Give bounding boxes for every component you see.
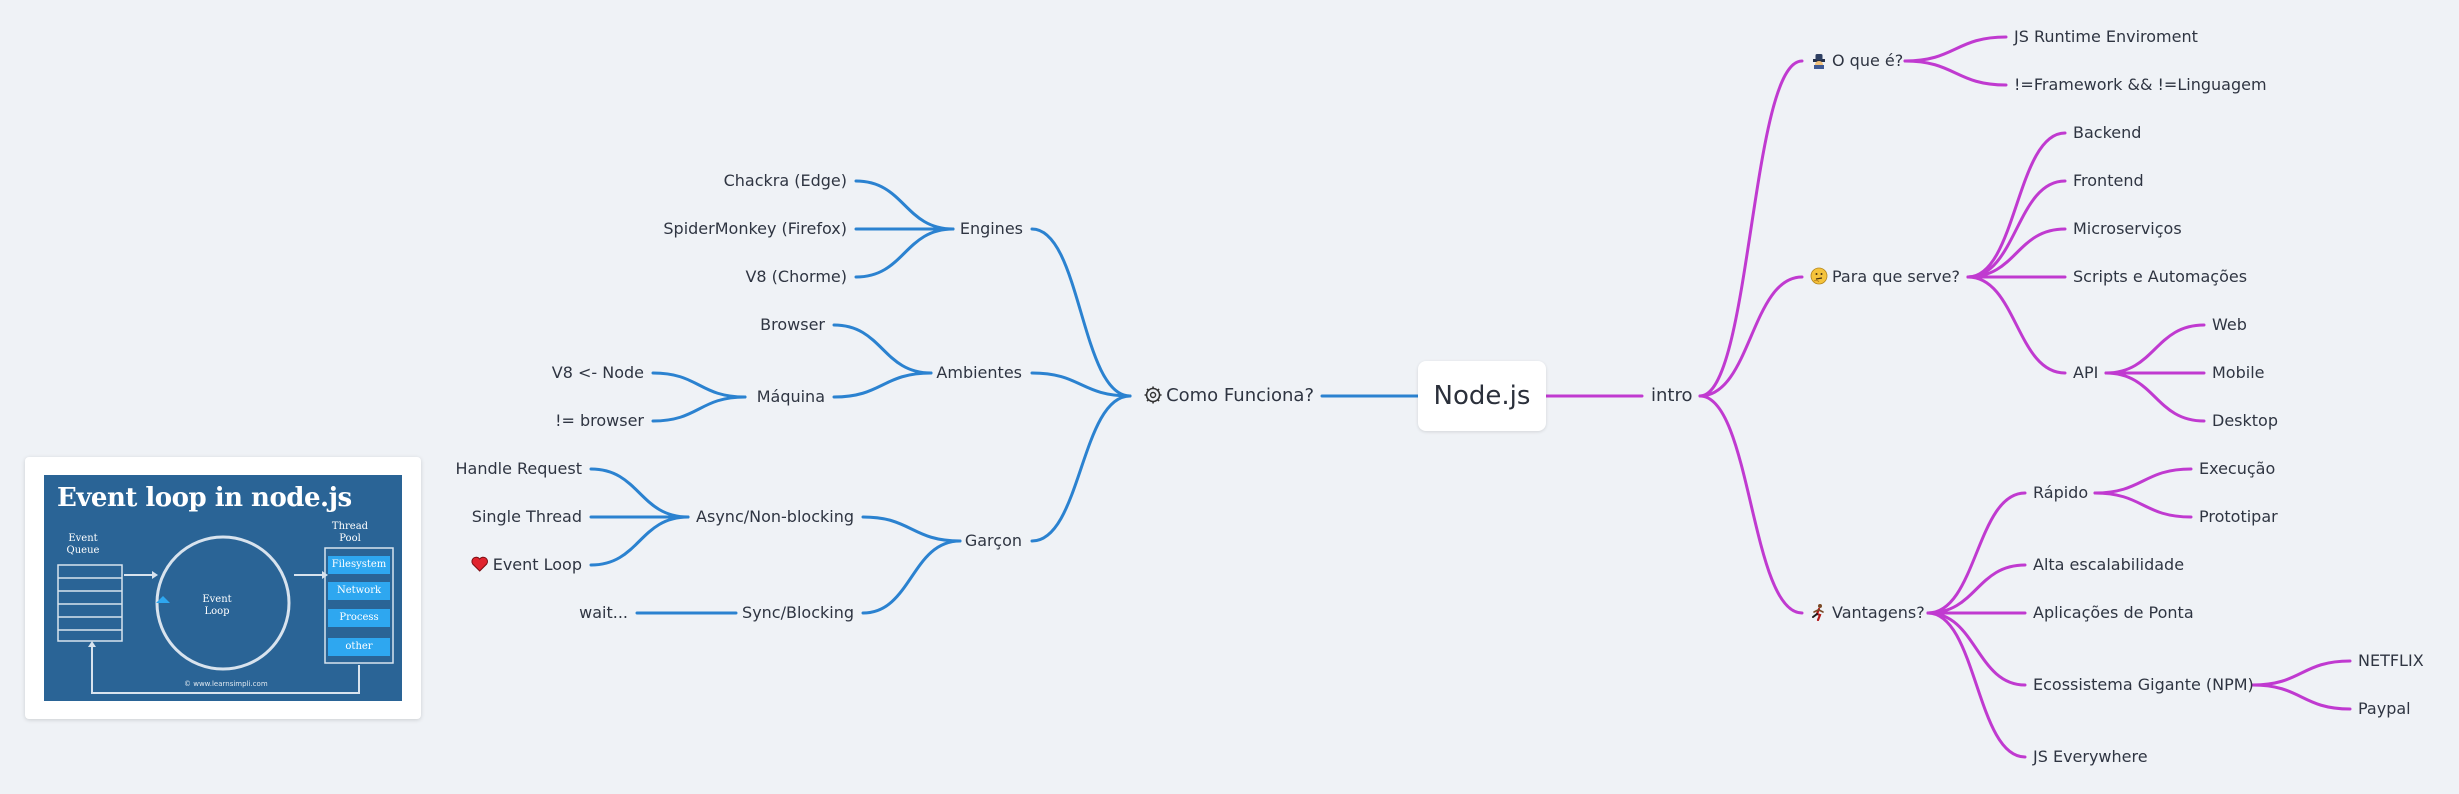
node-netflix[interactable]: NETFLIX (2358, 651, 2424, 670)
node-engine-chackra[interactable]: Chackra (Edge) (723, 171, 847, 190)
link-engines-2 (854, 227, 955, 279)
link-o-que-e-1 (1903, 59, 2008, 87)
node-intro[interactable]: intro (1651, 385, 1693, 406)
node-prototipar[interactable]: Prototipar (2199, 507, 2278, 526)
link-maquina-0 (651, 371, 747, 399)
image-loop-label: Event Loop (202, 594, 232, 617)
link-async-0 (589, 467, 690, 519)
link-garcon-async (861, 515, 962, 543)
node-execucao[interactable]: Execução (2199, 459, 2276, 478)
link-ambientes-browser (832, 323, 933, 375)
node-browser[interactable]: Browser (760, 315, 825, 334)
event-loop-image-card[interactable]: Event loop in node.js Event Queue Thread… (25, 457, 421, 719)
node-vantagens[interactable]: Vantagens? (1810, 603, 1925, 623)
node-ambientes[interactable]: Ambientes (936, 363, 1022, 382)
node-js-everywhere[interactable]: JS Everywhere (2033, 747, 2148, 766)
link-ambientes-maquina (832, 371, 933, 399)
node-single-thread[interactable]: Single Thread (471, 507, 582, 526)
link-ecossistema-1 (2251, 683, 2352, 711)
image-pool-label: Thread Pool (331, 521, 369, 544)
node-aplicacoes-ponta[interactable]: Aplicações de Ponta (2033, 603, 2194, 622)
link-maquina-1 (651, 395, 747, 423)
event-loop-graphic (57, 535, 394, 694)
node-event-loop[interactable]: Event Loop (471, 555, 582, 575)
link-rapido-0 (2093, 467, 2193, 495)
link-api-2 (2104, 371, 2206, 423)
link-vantagens-4 (1926, 611, 2027, 759)
image-copyright: © www.learnsimpli.com (184, 680, 268, 688)
node-como-funciona[interactable]: Como Funciona? (1144, 385, 1314, 407)
image-pool-network: Network (328, 582, 390, 600)
node-not-framework[interactable]: !=Framework && !=Linguagem (2014, 75, 2267, 94)
link-api-0 (2104, 323, 2206, 375)
gear-icon (1144, 386, 1162, 404)
thinking-face-icon (1810, 267, 1828, 285)
link-o-que-e-0 (1903, 35, 2008, 63)
node-o-que-e-label: O que é? (1832, 51, 1904, 70)
node-para-que-serve-label: Para que serve? (1832, 267, 1960, 286)
link-para-que-1 (1966, 179, 2067, 279)
link-como-ambientes (1030, 371, 1132, 398)
node-api-desktop[interactable]: Desktop (2212, 411, 2278, 430)
node-paypal[interactable]: Paypal (2358, 699, 2411, 718)
node-api-web[interactable]: Web (2212, 315, 2247, 334)
node-api[interactable]: API (2073, 363, 2099, 382)
image-pool-other: other (328, 638, 390, 656)
detective-icon (1810, 51, 1828, 69)
node-alta-escalabilidade[interactable]: Alta escalabilidade (2033, 555, 2185, 574)
link-engines-0 (854, 179, 955, 231)
node-para-que-serve[interactable]: Para que serve? (1810, 267, 1960, 287)
node-engine-spidermonkey[interactable]: SpiderMonkey (Firefox) (663, 219, 847, 238)
node-ecossistema[interactable]: Ecossistema Gigante (NPM) (2033, 675, 2254, 694)
link-vantagens-0 (1926, 491, 2027, 615)
node-frontend[interactable]: Frontend (2073, 171, 2144, 190)
link-intro-para-que (1698, 275, 1804, 398)
node-engines[interactable]: Engines (959, 219, 1023, 238)
image-title: Event loop in node.js (57, 483, 352, 513)
node-rapido[interactable]: Rápido (2033, 483, 2089, 502)
node-handle-request[interactable]: Handle Request (455, 459, 583, 478)
link-vantagens-1 (1926, 563, 2027, 615)
node-async[interactable]: Async/Non-blocking (696, 507, 854, 526)
node-event-loop-label: Event Loop (492, 555, 582, 574)
node-microservicos[interactable]: Microserviços (2073, 219, 2182, 238)
image-queue-label: Event Queue (66, 533, 100, 556)
node-scripts[interactable]: Scripts e Automações (2073, 267, 2248, 286)
node-backend[interactable]: Backend (2073, 123, 2142, 142)
node-sync[interactable]: Sync/Blocking (742, 603, 854, 622)
node-wait[interactable]: wait... (579, 603, 628, 622)
node-como-funciona-label: Como Funciona? (1166, 385, 1314, 406)
link-como-engines (1030, 227, 1132, 398)
link-async-2 (589, 515, 690, 567)
node-not-browser[interactable]: != browser (555, 411, 644, 430)
link-intro-o-que-e (1698, 59, 1804, 398)
node-v8-node[interactable]: V8 <- Node (551, 363, 644, 382)
image-pool-process: Process (328, 609, 390, 627)
link-para-que-4 (1966, 275, 2067, 375)
link-para-que-2 (1966, 227, 2067, 279)
heart-icon (471, 555, 489, 573)
node-api-mobile[interactable]: Mobile (2212, 363, 2265, 382)
runner-icon (1810, 603, 1828, 622)
link-vantagens-3 (1926, 611, 2027, 687)
link-garcon-sync (861, 539, 962, 615)
node-o-que-e[interactable]: O que é? (1810, 51, 1903, 71)
node-engine-v8[interactable]: V8 (Chorme) (745, 267, 847, 286)
link-para-que-0 (1966, 131, 2067, 279)
link-ecossistema-0 (2251, 659, 2352, 687)
node-js-runtime[interactable]: JS Runtime Enviroment (2014, 27, 2198, 46)
image-pool-filesystem: Filesystem (328, 556, 390, 574)
event-loop-image: Event loop in node.js Event Queue Thread… (44, 475, 402, 701)
node-maquina[interactable]: Máquina (756, 387, 825, 406)
link-rapido-1 (2093, 491, 2193, 519)
node-vantagens-label: Vantagens? (1832, 603, 1925, 622)
node-garcon[interactable]: Garçon (964, 531, 1022, 550)
root-label: Node.js (1433, 381, 1531, 411)
root-node[interactable]: Node.js (1418, 361, 1546, 431)
link-como-garcon (1030, 394, 1132, 543)
link-intro-vantagens (1698, 394, 1804, 615)
